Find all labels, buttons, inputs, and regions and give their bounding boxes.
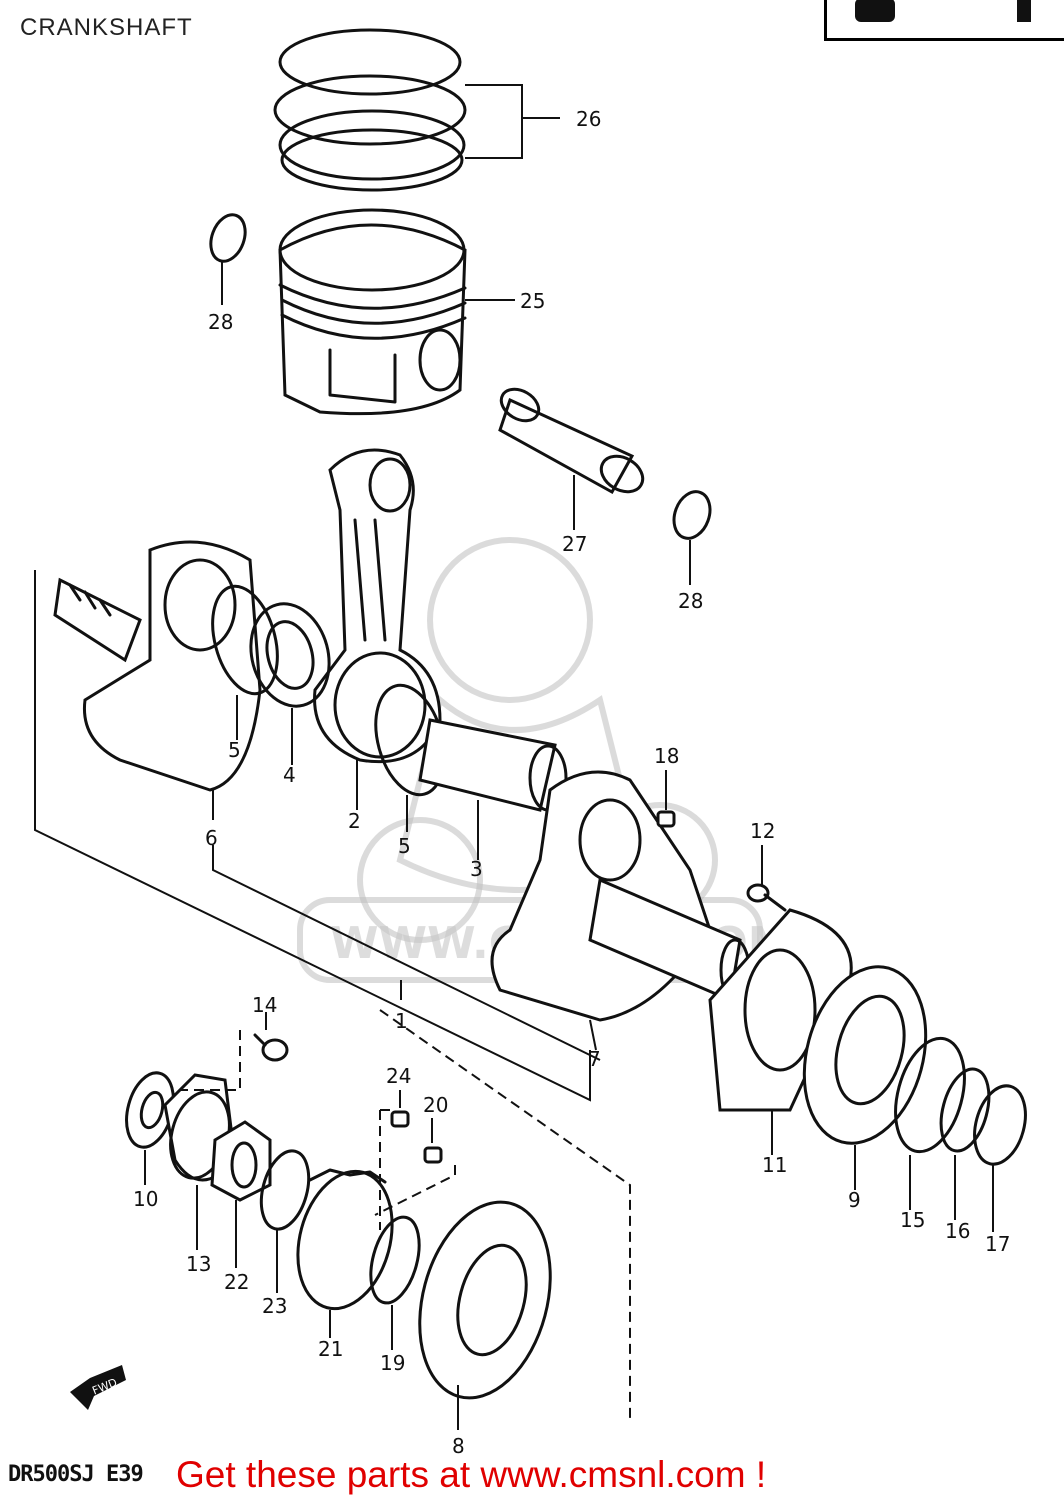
thrust-washer-left[interactable] [202, 579, 288, 740]
key-24[interactable] [390, 1090, 410, 1128]
callout-28: 28 [208, 310, 233, 334]
assembly-outline [34, 570, 631, 1420]
callout-12: 12 [750, 819, 775, 843]
callout-17: 17 [985, 1232, 1010, 1256]
primary-gear[interactable] [884, 1031, 976, 1210]
callout-13: 13 [186, 1252, 211, 1276]
callout-8: 8 [452, 1434, 465, 1458]
callout-9: 9 [848, 1188, 861, 1212]
woodruff-key[interactable] [656, 770, 676, 828]
bolt-12[interactable] [746, 845, 787, 912]
callout-5: 5 [398, 834, 411, 858]
callout-6: 6 [205, 826, 218, 850]
callout-27: 27 [562, 532, 587, 556]
callout-18: 18 [654, 744, 679, 768]
connecting-rod[interactable] [313, 448, 442, 810]
fwd-arrow-icon: FWD [70, 1365, 126, 1410]
screw-14[interactable] [253, 1012, 289, 1062]
crank-pin[interactable] [418, 718, 568, 860]
piston-rings[interactable] [273, 28, 560, 192]
callout-14: 14 [252, 993, 277, 1017]
callout-19: 19 [380, 1351, 405, 1375]
callout-4: 4 [283, 763, 296, 787]
crankshaft-left-flywheel[interactable] [53, 540, 262, 820]
callout-26: 26 [576, 107, 601, 131]
callout-11: 11 [762, 1153, 787, 1177]
callout-10: 10 [133, 1187, 158, 1211]
callout-22: 22 [224, 1270, 249, 1294]
callout-5: 5 [228, 738, 241, 762]
piston-pin[interactable] [496, 383, 649, 530]
callout-2: 2 [348, 809, 361, 833]
ball-bearing-left[interactable] [399, 1187, 571, 1430]
callout-28: 28 [678, 589, 703, 613]
gear-19[interactable] [362, 1212, 427, 1350]
key-20[interactable] [423, 1118, 443, 1164]
needle-bearing[interactable] [240, 595, 340, 765]
retainer-plate[interactable] [708, 908, 853, 1155]
page-tab-corner [824, 0, 1064, 41]
callout-16: 16 [945, 1219, 970, 1243]
callout-1: 1 [395, 1009, 408, 1033]
washer-23[interactable] [253, 1146, 316, 1293]
balancer-drive-gear[interactable] [283, 1161, 406, 1338]
circlip-left[interactable] [205, 210, 251, 305]
callout-25: 25 [520, 289, 545, 313]
callout-23: 23 [262, 1294, 287, 1318]
nut-22[interactable] [210, 1120, 272, 1268]
piston[interactable] [278, 208, 515, 416]
callout-24: 24 [386, 1064, 411, 1088]
spacer-16[interactable] [933, 1064, 997, 1220]
crankshaft-right-flywheel[interactable] [490, 770, 751, 1051]
nut-17[interactable] [966, 1080, 1033, 1232]
page-title: CRANKSHAFT [20, 14, 193, 41]
shop-banner-link[interactable]: Get these parts at www.cmsnl.com ! [176, 1454, 767, 1495]
callout-7: 7 [588, 1047, 601, 1071]
callout-15: 15 [900, 1208, 925, 1232]
model-code: DR500SJ E39 [8, 1462, 144, 1487]
callout-21: 21 [318, 1337, 343, 1361]
circlip-right[interactable] [668, 487, 716, 585]
callout-3: 3 [470, 857, 483, 881]
callout-20: 20 [423, 1093, 448, 1117]
